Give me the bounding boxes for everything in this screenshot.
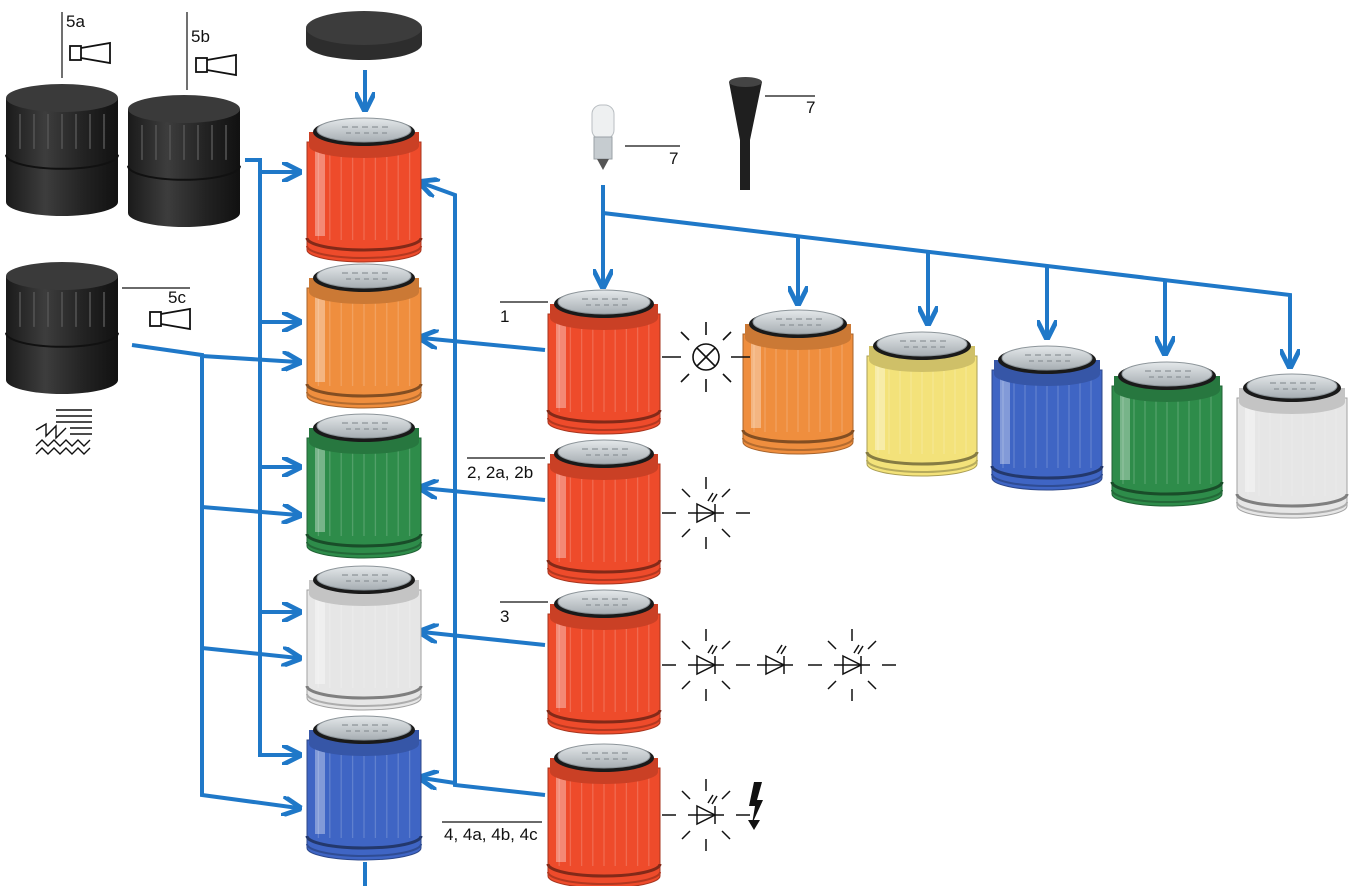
lamp-module-green xyxy=(1110,361,1224,507)
led-icon xyxy=(662,779,750,851)
led-icon xyxy=(808,629,896,701)
lamp-module-clear xyxy=(1235,373,1349,519)
siren-module-5c xyxy=(5,262,119,394)
siren-icon xyxy=(149,307,191,331)
siren-icon xyxy=(35,409,92,455)
label-2: 2, 2a, 2b xyxy=(467,463,533,482)
sounder-module-5b xyxy=(127,95,241,227)
stack-module-red xyxy=(305,117,423,263)
horn-icon xyxy=(195,53,237,77)
top-cap xyxy=(306,11,422,60)
label-1: 1 xyxy=(500,307,509,326)
horn-icon xyxy=(69,41,111,65)
label-4: 4, 4a, 4b, 4c xyxy=(444,825,538,844)
lamp-module-blue xyxy=(990,345,1104,491)
lamp-module-orange xyxy=(741,309,855,455)
label-7-bulb: 7 xyxy=(669,149,678,168)
removal-tool-part xyxy=(729,77,762,190)
light-module-red-2 xyxy=(546,439,662,585)
led-icon xyxy=(662,629,750,701)
light-module-red-3 xyxy=(546,589,662,735)
stack-module-clear xyxy=(305,565,423,711)
label-5b: 5b xyxy=(191,27,210,46)
stack-module-green xyxy=(305,413,423,559)
led-icon xyxy=(662,477,750,549)
sounder-module-5a xyxy=(5,84,119,216)
light-module-red-1 xyxy=(546,289,662,435)
connector-arrows xyxy=(131,70,1290,886)
label-5c: 5c xyxy=(168,288,186,307)
bulb-part xyxy=(591,104,615,170)
light-module-red-4 xyxy=(546,743,662,886)
lamp-module-yellow xyxy=(865,331,979,477)
label-5a: 5a xyxy=(66,12,85,31)
incandescent-bulb-icon xyxy=(662,322,750,392)
label-7-tool: 7 xyxy=(806,98,815,117)
led-icon xyxy=(757,644,793,676)
stack-module-blue xyxy=(305,715,423,861)
label-3: 3 xyxy=(500,607,509,626)
flash-bolt-icon xyxy=(748,782,763,830)
stack-module-orange xyxy=(305,263,423,409)
